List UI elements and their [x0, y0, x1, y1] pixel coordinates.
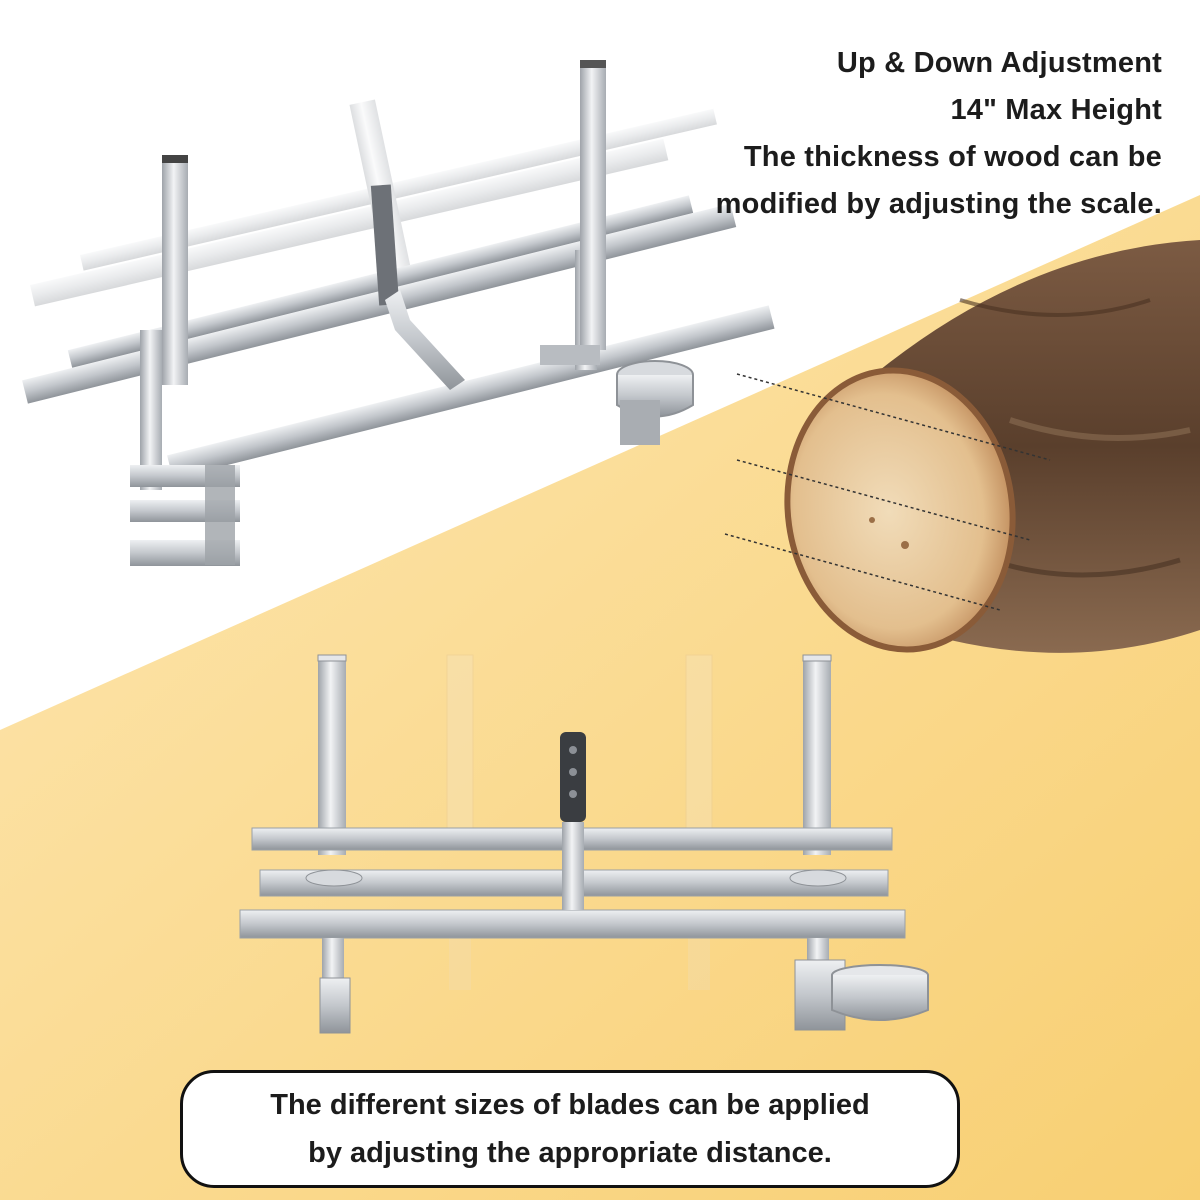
right-post [580, 60, 606, 350]
scale-line-2 [736, 459, 1031, 541]
bottom-mill-drawing [239, 654, 929, 1034]
center-handle [560, 732, 586, 822]
caption-line-2: by adjusting the appropriate distance. [308, 1137, 832, 1169]
log-end-face [787, 370, 1013, 650]
top-mill-drawing [22, 60, 775, 566]
caption-box: The different sizes of blades can be app… [180, 1070, 960, 1188]
headline-text: Up & Down Adjustment 14" Max Height The … [542, 40, 1162, 228]
bottom-left-post [318, 655, 346, 855]
headline-line-1: Up & Down Adjustment [836, 47, 1162, 79]
headline-line-4: modified by adjusting the scale. [715, 188, 1162, 220]
bottom-right-post [803, 655, 831, 855]
headline-line-2: 14" Max Height [950, 94, 1162, 126]
headline-line-3: The thickness of wood can be [743, 141, 1162, 173]
scale-line-1 [736, 373, 1051, 461]
left-post [162, 155, 188, 385]
caption-line-1: The different sizes of blades can be app… [270, 1089, 870, 1121]
log-drawing [724, 240, 1200, 653]
